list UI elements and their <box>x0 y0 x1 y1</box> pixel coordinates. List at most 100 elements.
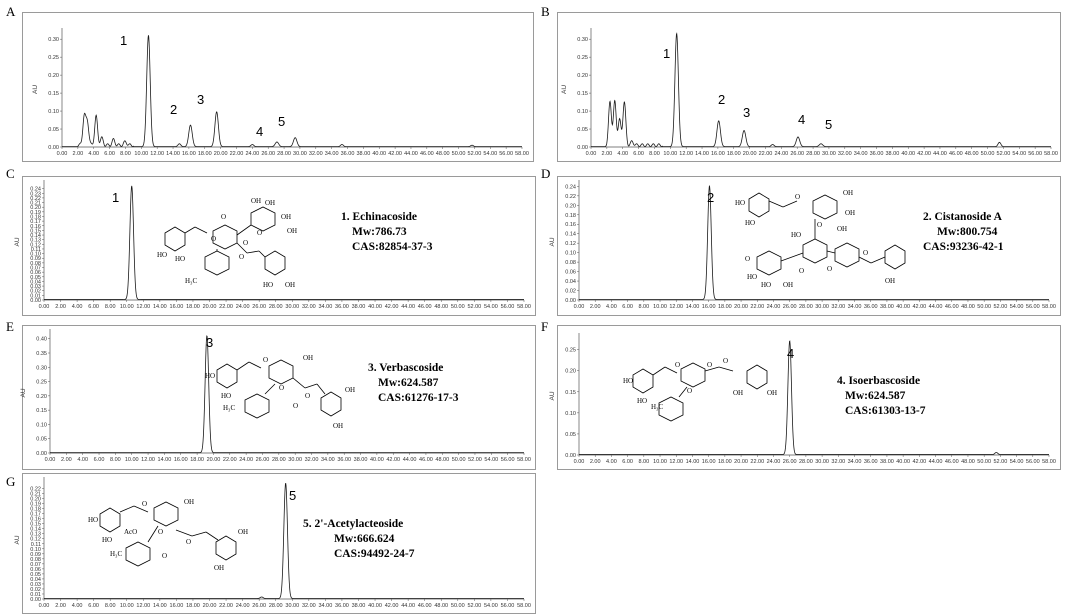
chromatogram-trace <box>62 35 522 148</box>
compound-info-3: 3. Verbascoside Mw:624.587 CAS:61276-17-… <box>368 361 459 406</box>
y-tick-label: 0.21 <box>30 201 41 207</box>
x-tick-label: 26.00 <box>790 151 804 157</box>
peak-label: 2 <box>170 102 177 117</box>
y-tick-label: 0.01 <box>30 293 41 299</box>
x-tick-label: 40.00 <box>896 304 910 310</box>
atom-label: O <box>675 361 680 369</box>
x-tick-label: 2.00 <box>590 459 601 465</box>
x-tick-label: 12.00 <box>669 304 683 310</box>
x-tick-label: 34.00 <box>318 603 332 609</box>
x-tick-label: 26.00 <box>256 457 270 463</box>
atom-label: O <box>279 384 284 392</box>
x-tick-label: 18.00 <box>727 151 741 157</box>
x-tick-label: 20.00 <box>203 603 217 609</box>
y-tick-label: 0.18 <box>30 214 41 220</box>
chromatogram-trace <box>44 185 524 300</box>
y-tick-label: 0.20 <box>565 203 576 209</box>
atom-label: OH <box>733 389 743 397</box>
y-tick-label: 0.24 <box>565 184 576 190</box>
y-tick-label: 0.08 <box>565 260 576 266</box>
x-tick-label: 48.00 <box>436 151 450 157</box>
x-tick-label: 58.00 <box>517 304 531 310</box>
x-tick-label: 52.00 <box>997 151 1011 157</box>
x-tick-label: 6.00 <box>94 457 105 463</box>
y-tick-label: 0.05 <box>577 127 588 133</box>
x-tick-label: 50.00 <box>451 603 465 609</box>
y-tick-label: 0.06 <box>30 567 41 573</box>
x-tick-label: 8.00 <box>638 459 649 465</box>
x-tick-label: 36.00 <box>864 459 878 465</box>
x-tick-label: 52.00 <box>467 304 481 310</box>
x-tick-label: 50.00 <box>452 457 466 463</box>
x-tick-label: 48.00 <box>961 459 975 465</box>
peak-label: 1 <box>663 46 670 61</box>
y-tick-label: 0.08 <box>30 557 41 563</box>
y-tick-label: 0.25 <box>36 380 47 386</box>
atom-label: O <box>162 552 167 560</box>
peak-label: 4 <box>787 346 794 361</box>
x-tick-label: 32.00 <box>831 304 845 310</box>
panel-letter-f: F <box>541 319 549 334</box>
x-tick-label: 58.00 <box>1042 459 1056 465</box>
y-tick-label: 0.15 <box>577 91 588 97</box>
compound-info-4: 4. Isoerbascoside Mw:624.587 CAS:61303-1… <box>837 374 926 419</box>
x-tick-label: 2.00 <box>602 151 613 157</box>
x-tick-label: 12.00 <box>150 151 164 157</box>
x-tick-label: 0.00 <box>39 304 50 310</box>
compound-mw: Mw:786.73 <box>352 226 407 238</box>
y-axis-label: AU <box>32 85 39 94</box>
y-tick-label: 0.16 <box>565 222 576 228</box>
x-tick-label: 24.00 <box>236 603 250 609</box>
x-tick-label: 6.00 <box>88 603 99 609</box>
compound-name: 5. 2'-Acetylacteoside <box>303 518 404 530</box>
chromatogram-trace <box>50 335 524 454</box>
y-tick-label: 0.15 <box>30 522 41 528</box>
x-tick-label: 40.00 <box>368 304 382 310</box>
x-tick-label: 32.00 <box>302 304 316 310</box>
y-axis-label: AU <box>561 85 568 94</box>
y-tick-label: 0.09 <box>30 552 41 558</box>
y-tick-label: 0.05 <box>36 437 47 443</box>
y-tick-label: 0.10 <box>48 109 59 115</box>
x-tick-label: 44.00 <box>403 457 417 463</box>
x-tick-label: 46.00 <box>420 151 434 157</box>
compound-cas: CAS:82854-37-3 <box>352 241 433 253</box>
y-tick-label: 0.04 <box>565 279 576 285</box>
x-tick-label: 10.00 <box>120 603 134 609</box>
y-tick-label: 0.35 <box>36 351 47 357</box>
atom-label: OH <box>184 498 194 506</box>
x-tick-label: 8.00 <box>638 304 649 310</box>
x-tick-label: 24.00 <box>774 151 788 157</box>
chromatogram-trace <box>44 482 524 599</box>
x-tick-label: 4.00 <box>606 304 617 310</box>
x-tick-label: 48.00 <box>434 603 448 609</box>
x-tick-label: 10.00 <box>125 457 139 463</box>
peak-label: 5 <box>278 114 285 129</box>
y-tick-label: 0.10 <box>30 547 41 553</box>
atom-label: HO <box>102 536 112 544</box>
x-tick-label: 0.00 <box>57 151 68 157</box>
x-tick-label: 22.00 <box>219 603 233 609</box>
x-tick-label: 46.00 <box>418 304 432 310</box>
x-tick-label: 38.00 <box>880 304 894 310</box>
y-tick-label: 0.16 <box>30 517 41 523</box>
x-tick-label: 40.00 <box>896 459 910 465</box>
y-tick-label: 0.15 <box>48 91 59 97</box>
x-tick-label: 56.00 <box>1026 459 1040 465</box>
x-tick-label: 44.00 <box>929 304 943 310</box>
y-tick-label: 0.02 <box>565 289 576 295</box>
x-tick-label: 14.00 <box>153 304 167 310</box>
x-tick-label: 24.00 <box>245 151 259 157</box>
x-tick-label: 20.00 <box>203 304 217 310</box>
x-tick-label: 50.00 <box>977 304 991 310</box>
compound-info-5: 5. 2'-Acetylacteoside Mw:666.624 CAS:944… <box>303 517 415 562</box>
x-tick-label: 54.00 <box>1010 304 1024 310</box>
x-tick-label: 34.00 <box>848 304 862 310</box>
